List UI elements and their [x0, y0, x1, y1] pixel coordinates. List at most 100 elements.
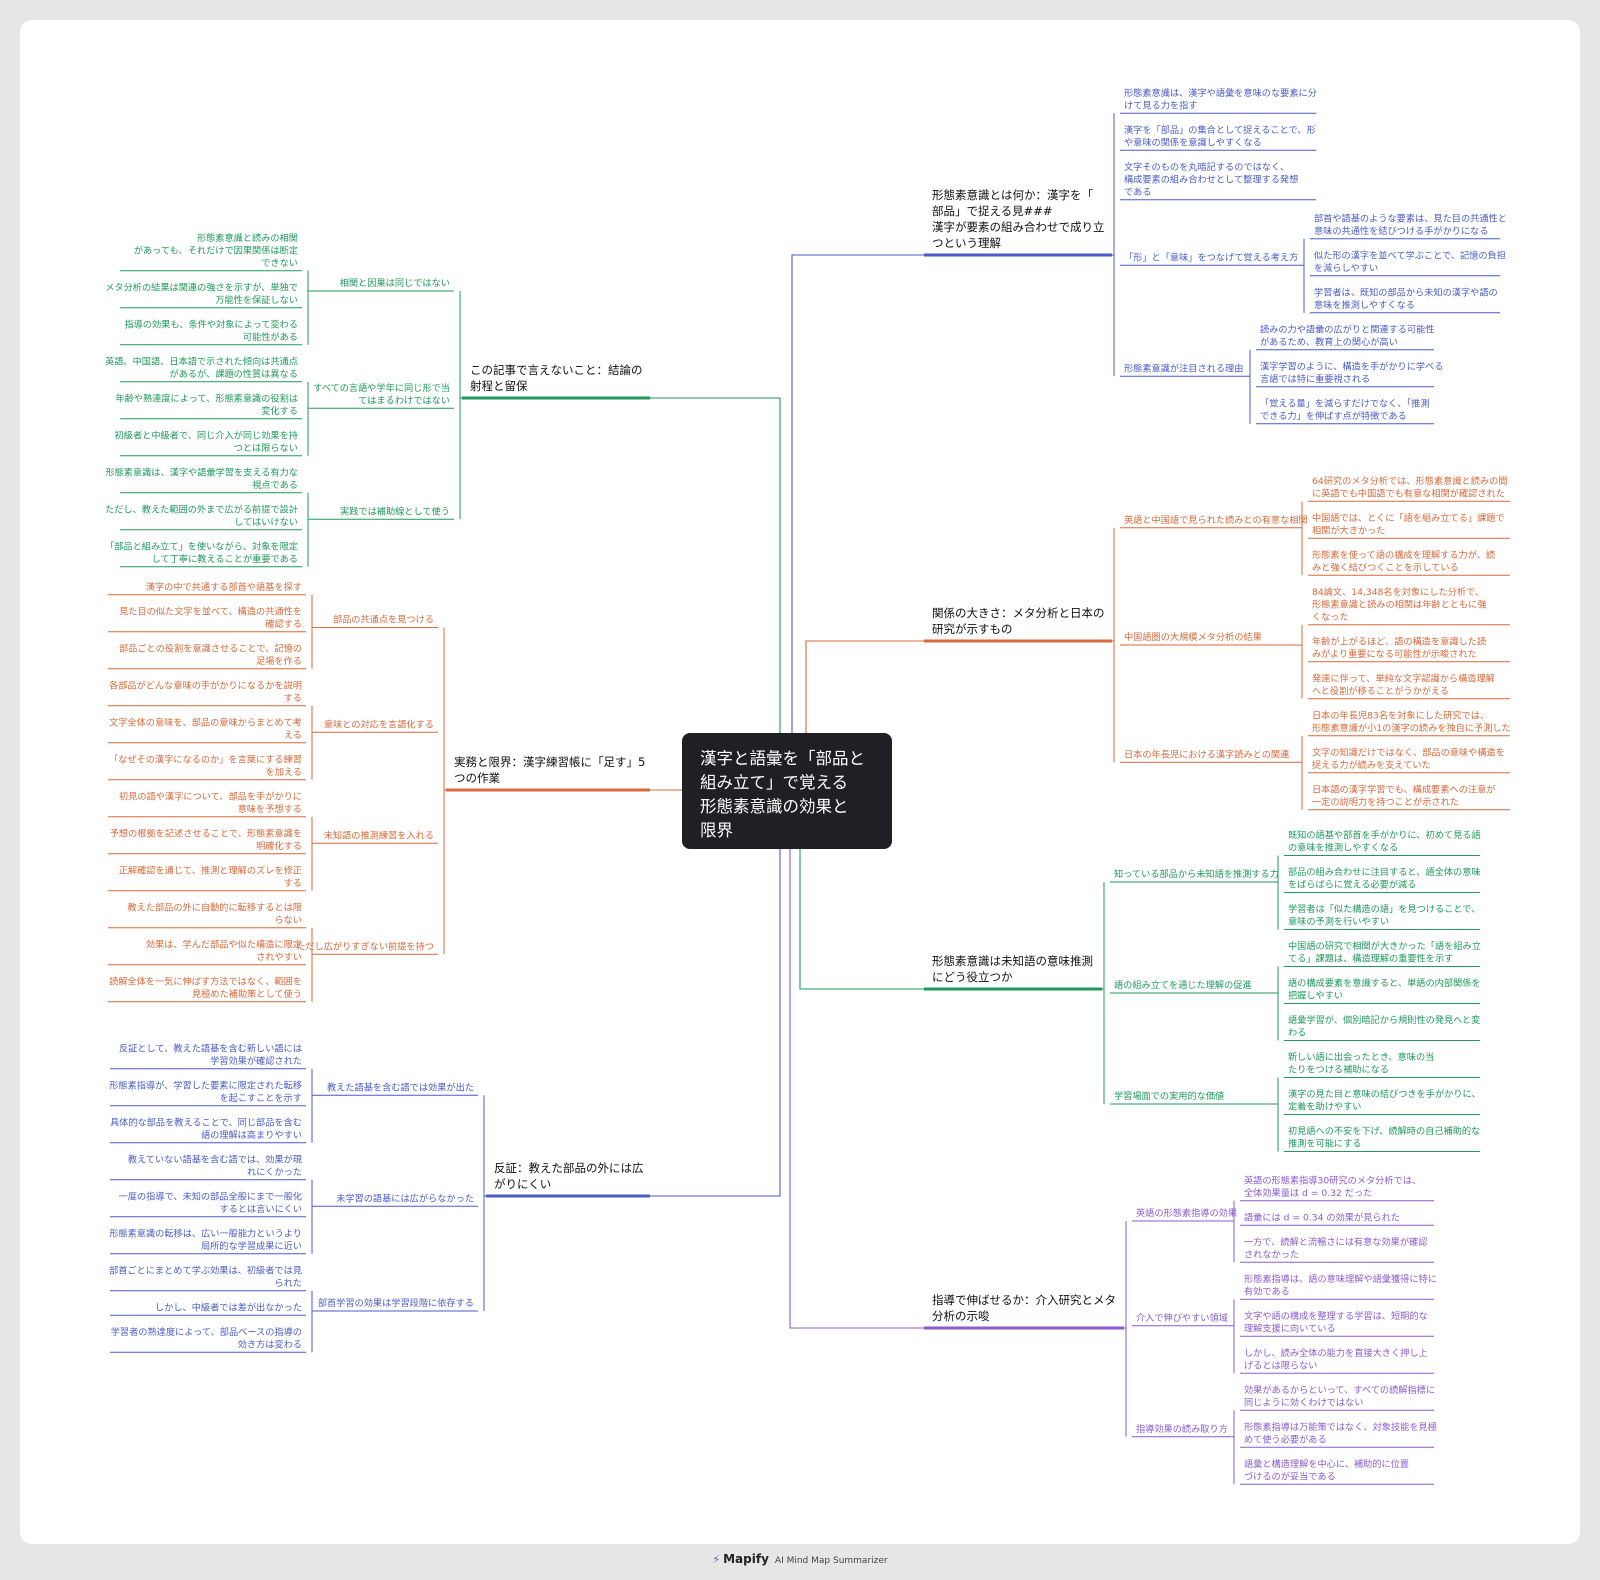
leaf-node[interactable]: 「部品と組み立て」を使いながら、対象を限定して丁寧に教えることが重要である: [105, 540, 302, 568]
topic-node[interactable]: 英語と中国語で見られた読みとの有意な相関64研究のメタ分析では、形態素意識と読み…: [1120, 475, 1510, 576]
topic-node[interactable]: 語の組み立てを通じた理解の促進中国語の研究で相関が大きかった「語を組み立てる」課…: [1110, 940, 1481, 1041]
branch-b-l3[interactable]: 反証：教えた部品の外には広がりにくい教えた語基を含む語では効果が出た反証として、…: [109, 790, 781, 1353]
branch-b-r2[interactable]: 関係の大きさ：メタ分析と日本の研究が示すもの英語と中国語で見られた読みとの有意な…: [805, 475, 1511, 811]
leaf-node[interactable]: 64研究のメタ分析では、形態素意識と読みの間に英語でも中国語でも有意な相関が確認…: [1308, 475, 1510, 502]
leaf-node[interactable]: 部品の組み合わせに注目すると、語全体の意味をばらばらに覚える必要が減る: [1284, 866, 1481, 893]
branch-b-r4[interactable]: 指導で伸ばせるか：介入研究とメタ分析の示唆英語の形態素指導の効果英語の形態素指導…: [789, 790, 1437, 1485]
leaf-node[interactable]: 部首ごとにまとめて学ぶ効果は、初級者では見られた: [109, 1264, 306, 1292]
leaf-node[interactable]: 形態素指導が、学習した要素に限定された転移を起こすことを示す: [109, 1079, 306, 1107]
leaf-node[interactable]: 語彙と構造理解を中心に、補助的に位置づけるのが妥当である: [1240, 1458, 1434, 1485]
leaf-node[interactable]: 新しい語に出会ったとき、意味の当たりをつける補助になる: [1284, 1051, 1480, 1078]
leaf-node[interactable]: 中国語では、とくに「語を組み立てる」課題で相関が大きかった: [1308, 512, 1510, 539]
leaf-node[interactable]: 文字の知識だけではなく、部品の意味や構造を捉える力が読みを支えていた: [1308, 746, 1510, 774]
leaf-node[interactable]: 形態素意識は、漢字や語彙学習を支える有力な視点である: [105, 466, 302, 494]
branch-b-r3[interactable]: 形態素意識は未知語の意味推測にどう役立つか知っている部品から未知語を推測する力既…: [799, 790, 1481, 1152]
leaf-node[interactable]: 語彙学習が、個別暗記から規則性の発見へと変わる: [1284, 1014, 1480, 1041]
leaf-node[interactable]: 漢字学習のように、構造を手がかりに学べる言語では特に重要視される: [1256, 360, 1443, 388]
leaf-node[interactable]: 読みの力や語彙の広がりと関連する可能性があるため、教育上の関心が高い: [1256, 323, 1435, 351]
leaf-node[interactable]: 読解全体を一気に伸ばす方法ではなく、範囲を見極めた補助策として使う: [108, 975, 306, 1003]
topic-node[interactable]: 意味との対応を言語化する各部品がどんな意味の手がかりになるかを説明する文字全体の…: [108, 679, 438, 781]
topic-node[interactable]: 未学習の語基には広がらなかった教えていない語基を含む語では、効果が現れにくかった…: [109, 1153, 478, 1255]
leaf-node[interactable]: 予想の根拠を記述させることで、形態素意識を明確化する: [108, 827, 306, 855]
topic-node[interactable]: 未知語の推測練習を入れる初見の語や漢字について、部品を手がかりに意味を予想する予…: [108, 790, 438, 892]
topic-node[interactable]: 実践では補助線として使う形態素意識は、漢字や語彙学習を支える有力な視点であるただ…: [105, 466, 454, 568]
leaf-node[interactable]: 部品ごとの役割を意識させることで、記憶の足場を作る: [108, 642, 306, 670]
leaf-node[interactable]: 形態素指導は、語の意味理解や語彙獲得に特に有効である: [1240, 1273, 1437, 1300]
topic-node[interactable]: 部首学習の効果は学習段階に依存する部首ごとにまとめて学ぶ効果は、初級者では見られ…: [109, 1264, 478, 1353]
leaf-node[interactable]: 学習者は「似た構造の語」を見つけることで、意味の予測を行いやすい: [1284, 903, 1480, 930]
root-node[interactable]: 漢字と語彙を「部品と組み立て」で覚える形態素意識の効果と限界: [682, 733, 892, 849]
leaf-node[interactable]: 似た形の漢字を並べて学ぶことで、記憶の負担を減らしやすい: [1310, 249, 1506, 277]
leaf-node[interactable]: 効果があるからといって、すべての読解指標に同じように効くわけではない: [1240, 1384, 1435, 1411]
branch-b-l1[interactable]: この記事で言えないこと：結論の射程と留保相関と因果は同じではない形態素意識と読み…: [105, 232, 781, 790]
leaf-label-line: 文字全体の意味を、部品の意味からまとめて考: [109, 716, 302, 728]
branch-label-line: 形態素意識とは何か：漢字を「: [932, 188, 1093, 202]
leaf-node[interactable]: メタ分析の結果は関連の強さを示すが、単独で万能性を保証しない: [105, 281, 302, 309]
topic-node[interactable]: 文字そのものを丸暗記するのではなく、構成要素の組み合わせとして整理する発想である: [1120, 161, 1316, 201]
leaf-node[interactable]: 文字全体の意味を、部品の意味からまとめて考える: [108, 716, 306, 744]
leaf-node[interactable]: 英語の形態素指導30研究のメタ分析では、全体効果量は d = 0.32 だった: [1240, 1174, 1434, 1202]
topic-node[interactable]: 相関と因果は同じではない形態素意識と読みの相関があっても、それだけで因果関係は断…: [105, 232, 454, 346]
leaf-node[interactable]: 漢字の見た目と意味の結びつきを手がかりに、定着を助けやすい: [1284, 1088, 1481, 1115]
leaf-node[interactable]: 学習者は、既知の部品から未知の漢字や語の意味を推測しやすくなる: [1310, 286, 1500, 314]
leaf-node[interactable]: 一方で、読解と流暢さには有意な効果が確認されなかった: [1240, 1236, 1434, 1263]
leaf-node[interactable]: 形態素意識と読みの相関があっても、それだけで因果関係は断定できない: [120, 232, 302, 272]
leaf-node[interactable]: 英語、中国語、日本語で示された傾向は共通点があるが、課題の性質は異なる: [105, 355, 302, 383]
leaf-node[interactable]: 「なぜその漢字になるのか」を言葉にする練習を加える: [108, 753, 306, 781]
leaf-node[interactable]: しかし、中級者では差が出なかった: [110, 1301, 306, 1316]
branch-b-r1[interactable]: 形態素意識とは何か：漢字を「部品」で捉える見###漢字が要素の組み合わせで成り立…: [791, 87, 1507, 790]
leaf-node[interactable]: 各部品がどんな意味の手がかりになるかを説明する: [108, 679, 306, 707]
leaf-node[interactable]: 84論文、14,348名を対象にした分析で、形態素意識と読みの相関は年齢とともに…: [1308, 586, 1510, 626]
leaf-node[interactable]: 「覚える量」を減らすだけでなく、「推測できる力」を伸ばす点が特徴である: [1256, 397, 1434, 425]
leaf-node[interactable]: 初見語への不安を下げ、読解時の自己補助的な推測を可能にする: [1284, 1125, 1480, 1152]
leaf-node[interactable]: 年齢や熟達度によって、形態素意識の役割は変化する: [115, 392, 302, 420]
leaf-node[interactable]: 形態素意識の転移は、広い一般能力というより局所的な学習成果に近い: [109, 1227, 306, 1255]
leaf-node[interactable]: 初級者と中級者で、同じ介入が同じ効果を持つとは限らない: [115, 429, 302, 457]
leaf-node[interactable]: 初見の語や漢字について、部品を手がかりに意味を予想する: [108, 790, 306, 818]
leaf-node[interactable]: 学習者の熟達度によって、部品ベースの指導の効き方は変わる: [110, 1326, 306, 1353]
topic-node[interactable]: 漢字を「部品」の集合として捉えることで、形や意味の関係を意識しやすくなる: [1120, 124, 1316, 151]
leaf-node[interactable]: 既知の語基や部首を手がかりに、初めて見る語の意味を推測しやすくなる: [1284, 829, 1481, 856]
topic-node[interactable]: 介入で伸びやすい領域形態素指導は、語の意味理解や語彙獲得に特に有効である文字や語…: [1132, 1273, 1437, 1374]
leaf-node[interactable]: 正解確認を通じて、推測と理解のズレを修正する: [108, 864, 306, 892]
topic-node[interactable]: 学習場面での実用的な価値新しい語に出会ったとき、意味の当たりをつける補助になる漢…: [1110, 1051, 1481, 1152]
leaf-node[interactable]: 日本の年長児83名を対象にした研究では、形態素意識が小1の漢字の読みを独自に予測…: [1308, 709, 1511, 737]
topic-node[interactable]: 「形」と「意味」をつなげて覚える考え方部首や語基のような要素は、見た目の共通性と…: [1120, 212, 1507, 314]
topic-node[interactable]: 中国語圏の大規模メタ分析の結果84論文、14,348名を対象にした分析で、形態素…: [1120, 586, 1510, 700]
leaf-node[interactable]: 形態素指導は万能策ではなく、対象技能を見極めて使う必要がある: [1240, 1421, 1437, 1448]
topic-node[interactable]: すべての言語や学年に同じ形で当てはまるわけではない英語、中国語、日本語で示された…: [105, 355, 454, 457]
leaf-node[interactable]: 発達に伴って、単純な文字認識から構造理解へと役割が移ることがうかがえる: [1308, 672, 1510, 700]
leaf-node[interactable]: 見た目の似た文字を並べて、構造の共通性を確認する: [108, 605, 306, 633]
leaf-node[interactable]: 語の構成要素を意識すると、単語の内部関係を把握しやすい: [1284, 977, 1481, 1004]
topic-node[interactable]: ただし広がりすぎない前提を持つ教えた部品の外に自動的に転移するとは限らない効果は…: [108, 901, 438, 1003]
leaf-node[interactable]: 文字や語の構成を整理する学習は、短期的な理解支援に向いている: [1240, 1310, 1434, 1337]
topic-node[interactable]: 部品の共通点を見つける漢字の中で共通する部首や語基を探す見た目の似た文字を並べて…: [108, 581, 438, 670]
topic-node[interactable]: 知っている部品から未知語を推測する力既知の語基や部首を手がかりに、初めて見る語の…: [1110, 829, 1481, 930]
topic-node[interactable]: 形態素意識が注目される理由読みの力や語彙の広がりと関連する可能性があるため、教育…: [1120, 323, 1443, 425]
leaf-node[interactable]: 具体的な部品を教えることで、同じ部品を含む語の理解は高まりやすい: [110, 1116, 306, 1144]
leaf-node[interactable]: 漢字の中で共通する部首や語基を探す: [108, 581, 306, 596]
leaf-node[interactable]: 一度の指導で、未知の部品全般にまで一般化するとは言いにくい: [110, 1190, 306, 1218]
root-title-line: 形態素意識の効果と: [700, 797, 849, 816]
footer-brand[interactable]: Mapify: [723, 1552, 769, 1566]
leaf-node[interactable]: 年齢が上がるほど、語の構造を意識した読みがより重要になる可能性が示唆された: [1308, 635, 1510, 663]
leaf-node[interactable]: 反証として、教えた語基を含む新しい語には学習効果が確認された: [110, 1042, 306, 1070]
topic-node[interactable]: 指導効果の読み取り方効果があるからといって、すべての読解指標に同じように効くわけ…: [1132, 1384, 1437, 1485]
leaf-node[interactable]: 日本語の漢字学習でも、構成要素への注意が一定の説明力を持つことが示された: [1308, 783, 1510, 811]
leaf-node[interactable]: 中国語の研究で相関が大きかった「語を組み立てる」課題は、構造理解の重要性を示す: [1284, 940, 1481, 967]
leaf-node[interactable]: 効果は、学んだ部品や似た構造に限定されやすい: [108, 938, 306, 966]
leaf-node[interactable]: しかし、読み全体の能力を直接大きく押し上げるとは限らない: [1240, 1347, 1434, 1374]
leaf-node[interactable]: ただし、教えた範囲の外まで広がる前提で設計してはいけない: [105, 503, 302, 531]
leaf-node[interactable]: 語彙には d = 0.34 の効果が見られた: [1240, 1211, 1434, 1226]
topic-node[interactable]: 日本の年長児における漢字読みとの関連日本の年長児83名を対象にした研究では、形態…: [1120, 709, 1511, 811]
leaf-node[interactable]: 教えた部品の外に自動的に転移するとは限らない: [108, 901, 306, 929]
topic-node[interactable]: 形態素意識は、漢字や語彙を意味のな要素に分けて見る力を指す: [1120, 87, 1317, 114]
leaf-node[interactable]: 部首や語基のような要素は、見た目の共通性と意味の共通性を結びつける手がかりになる: [1310, 212, 1507, 240]
leaf-node[interactable]: 教えていない語基を含む語では、効果が現れにくかった: [110, 1153, 306, 1181]
leaf-node[interactable]: 指導の効果も、条件や対象によって変わる可能性がある: [120, 318, 302, 346]
topic-node[interactable]: 教えた語基を含む語では効果が出た反証として、教えた語基を含む新しい語には学習効果…: [109, 1042, 478, 1144]
leaf-node[interactable]: 形態素を使って語の構成を理解する力が、読みと強く結びつくことを示している: [1308, 549, 1510, 576]
